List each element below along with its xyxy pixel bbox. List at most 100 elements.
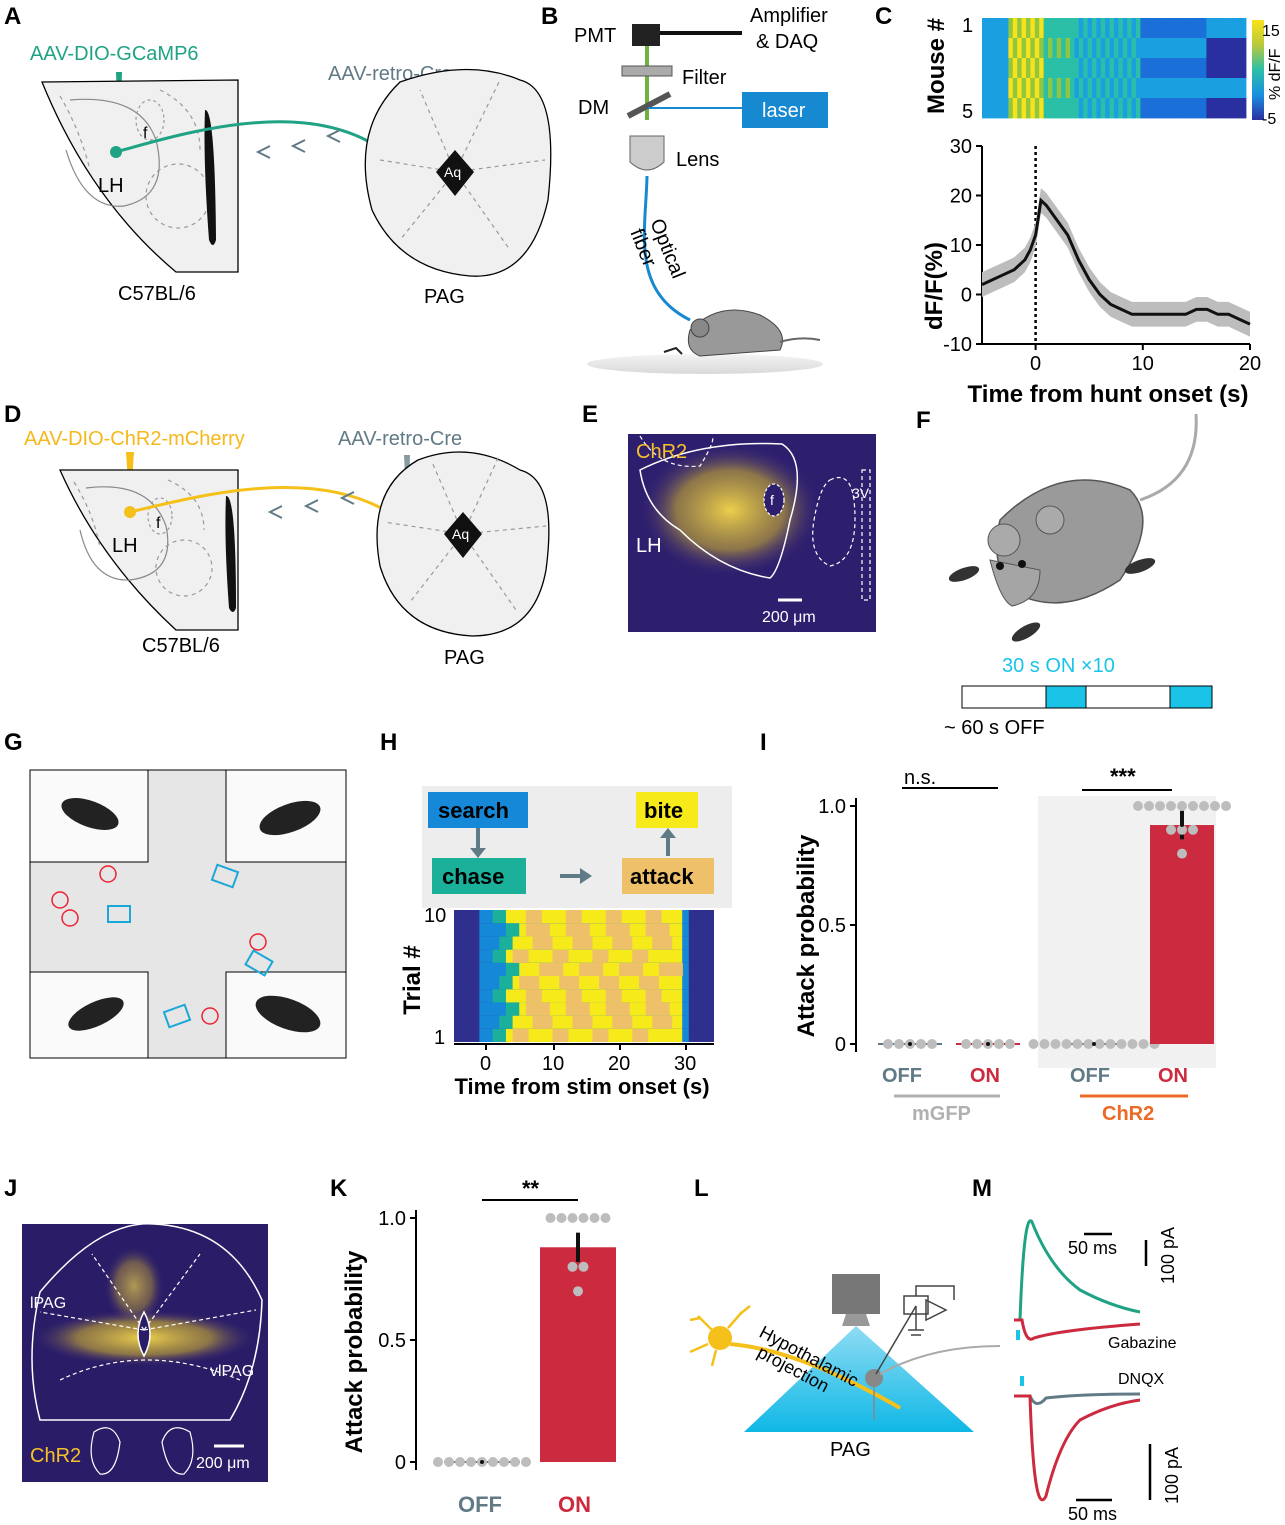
raster-attack: [525, 989, 542, 1003]
on-label: 30 s ON ×10: [1002, 655, 1115, 677]
heatmap-cell: [1030, 98, 1036, 119]
k-ytick-label: 0: [395, 1452, 406, 1474]
i-data-point: [1177, 848, 1187, 859]
heatmap-cell: [1100, 18, 1106, 39]
c-y-axis-label: dF/F(%): [921, 242, 948, 330]
light-cone: [744, 1326, 974, 1432]
i-ytick-label: 1.0: [818, 796, 846, 818]
laser-box: [742, 92, 828, 128]
heatmap-cell: [1127, 98, 1132, 119]
raster-attack: [592, 1028, 609, 1042]
heatmap-cell: [1206, 78, 1212, 99]
heatmap-cell: [1008, 78, 1014, 99]
heatmap-cell: [1004, 18, 1009, 39]
heatmap-cell: [1004, 78, 1009, 99]
heatmap-cell: [1017, 78, 1022, 99]
heatmap-cell: [1109, 38, 1115, 59]
heatmap-cell: [1017, 18, 1022, 39]
heatmap-cell: [1048, 18, 1053, 39]
heatmap-cell: [1012, 18, 1018, 39]
raster-attack: [645, 1002, 670, 1016]
heatmap-cell: [1162, 18, 1168, 39]
panel-j-label: J: [4, 1175, 17, 1202]
heatmap-cell: [1149, 58, 1154, 79]
heatmap-cell: [1092, 58, 1097, 79]
raster-attack: [525, 1002, 550, 1016]
heatmap-cell: [1180, 78, 1185, 99]
raster-attack: [612, 936, 633, 950]
i-data-point: [916, 1039, 926, 1049]
heatmap-cell: [1180, 18, 1185, 39]
raster-attack: [612, 1015, 633, 1029]
heatmap-cell: [1166, 38, 1172, 59]
h-xtick-10: 10: [542, 1053, 564, 1075]
heatmap-cell: [1136, 98, 1141, 119]
i-data-point: [1127, 1039, 1138, 1049]
third-ventricle: [204, 109, 216, 245]
heatmap-cell: [1074, 98, 1080, 119]
heatmap-cell: [1237, 58, 1242, 79]
k-mean-dot: [480, 1460, 484, 1464]
heatmap-cell: [1202, 98, 1207, 119]
heatmap-cell: [1140, 58, 1146, 79]
i-data-point: [1050, 1039, 1061, 1049]
raster-attack: [645, 923, 670, 937]
heatmap-cell: [1193, 98, 1198, 119]
heatmap-cell: [1144, 78, 1150, 99]
k-y-axis-label: Attack probability: [341, 1250, 368, 1453]
heatmap-cell: [1070, 58, 1075, 79]
heatmap-cell: [1083, 58, 1088, 79]
heatmap-cell: [1030, 38, 1036, 59]
heatmap-cell: [1188, 98, 1194, 119]
cricket-b: [663, 346, 683, 355]
raster-attack: [619, 962, 643, 976]
heatmap-cell: [1056, 78, 1062, 99]
panel-h: H search chase bite attack Trial # 10 1 …: [380, 729, 732, 1099]
heatmap-cell: [1114, 58, 1119, 79]
heatmap-cell: [1193, 58, 1198, 79]
dnqx-label: DNQX: [1118, 1371, 1165, 1388]
heatmap-cell: [1052, 98, 1058, 119]
heatmap-cell: [1175, 18, 1181, 39]
panel-l-label: L: [694, 1175, 709, 1202]
raster-attack: [525, 923, 550, 937]
heatmap-cell: [995, 58, 1000, 79]
heatmap-cell: [1122, 58, 1128, 79]
raster-chase: [499, 976, 514, 990]
heatmap-cell: [1219, 38, 1225, 59]
heatmap-cell: [1109, 98, 1115, 119]
heatmap-cell: [1127, 58, 1132, 79]
heatmap-cell: [1100, 58, 1106, 79]
raster-chase: [505, 1002, 520, 1016]
i-data-point: [1005, 1039, 1015, 1049]
i-data-point: [1116, 1039, 1127, 1049]
hunt-heatmap: [982, 18, 1247, 119]
raster-bite: [512, 1015, 683, 1029]
heatmap-cell: [1206, 38, 1212, 59]
heatmap-cell: [1114, 78, 1119, 99]
c-ytick-label: 30: [950, 136, 972, 158]
heatmap-cell: [1215, 58, 1220, 79]
heatmap-cell: [1026, 38, 1031, 59]
heatmap-cell: [1074, 18, 1080, 39]
heatmap-cell: [1153, 98, 1159, 119]
i-data-point: [1188, 824, 1198, 835]
heatmap-cell: [1180, 58, 1185, 79]
i-data-point: [1105, 1039, 1116, 1049]
panel-k: K 00.51.0 Attack probability ** OFF ON: [330, 1175, 616, 1517]
heatmap-cell: [1083, 98, 1088, 119]
arena-plate: [587, 354, 823, 374]
heatmap-cell: [1219, 18, 1225, 39]
heatmap-cell: [995, 18, 1000, 39]
heatmap-cell: [990, 98, 996, 119]
lh-label: LH: [98, 175, 124, 197]
heatmap-cell: [1092, 38, 1097, 59]
heatmap-cell: [1039, 18, 1044, 39]
heatmap-cell: [982, 38, 987, 59]
i-mean-dot: [1092, 1042, 1096, 1046]
heatmap-cell: [1232, 58, 1238, 79]
panel-e-label: E: [582, 401, 598, 428]
heatmap-cell: [1237, 98, 1242, 119]
i-data-point: [1083, 1039, 1094, 1049]
pmt-label: PMT: [574, 25, 616, 47]
